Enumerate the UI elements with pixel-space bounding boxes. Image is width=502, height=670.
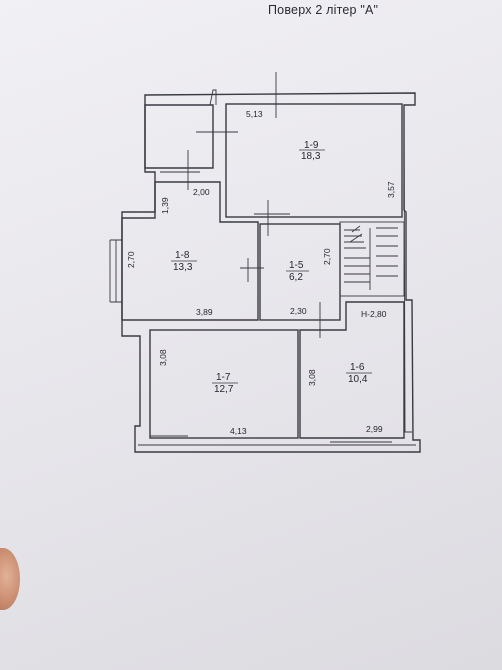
- room-1-9: [225, 103, 403, 218]
- room-1-6-id: 1-6: [350, 362, 365, 373]
- room-1-8-id: 1-8: [175, 250, 190, 261]
- room-1-7-area: 12,7: [214, 384, 234, 395]
- hall-area: [144, 104, 214, 169]
- dim-label: 4,13: [230, 426, 247, 436]
- room-1-7-id: 1-7: [216, 372, 231, 383]
- dim-label: 2,70: [322, 248, 332, 265]
- dim-label: 3,57: [386, 181, 396, 198]
- room-1-9-id: 1-9: [304, 140, 319, 151]
- staircase: [339, 221, 405, 297]
- dim-label: 2,30: [290, 306, 307, 316]
- dim-label: H-2,80: [361, 309, 387, 319]
- finger-photo-artifact: [0, 548, 20, 610]
- room-1-6: [299, 301, 405, 439]
- room-1-6-area: 10,4: [348, 374, 368, 385]
- dim-label: 2,00: [193, 187, 210, 197]
- room-1-8: [121, 181, 259, 321]
- dim-label: 1,39: [160, 197, 170, 214]
- room-1-8-area: 13,3: [173, 262, 193, 273]
- dim-label: 3,89: [196, 307, 213, 317]
- dim-label: 3,08: [307, 369, 317, 386]
- outer-walls: [109, 89, 421, 453]
- dim-label: 5,13: [246, 109, 263, 119]
- plan-title: Поверх 2 літер "А": [268, 3, 379, 17]
- room-1-9-area: 18,3: [301, 151, 321, 162]
- dim-label: 2,70: [126, 251, 136, 268]
- room-1-7: [149, 329, 299, 439]
- door-marks: [150, 72, 321, 437]
- room-1-5-area: 6,2: [289, 272, 303, 283]
- dim-label: 2,99: [366, 424, 383, 434]
- room-1-5-id: 1-5: [289, 260, 304, 271]
- dim-label: 3,08: [158, 349, 168, 366]
